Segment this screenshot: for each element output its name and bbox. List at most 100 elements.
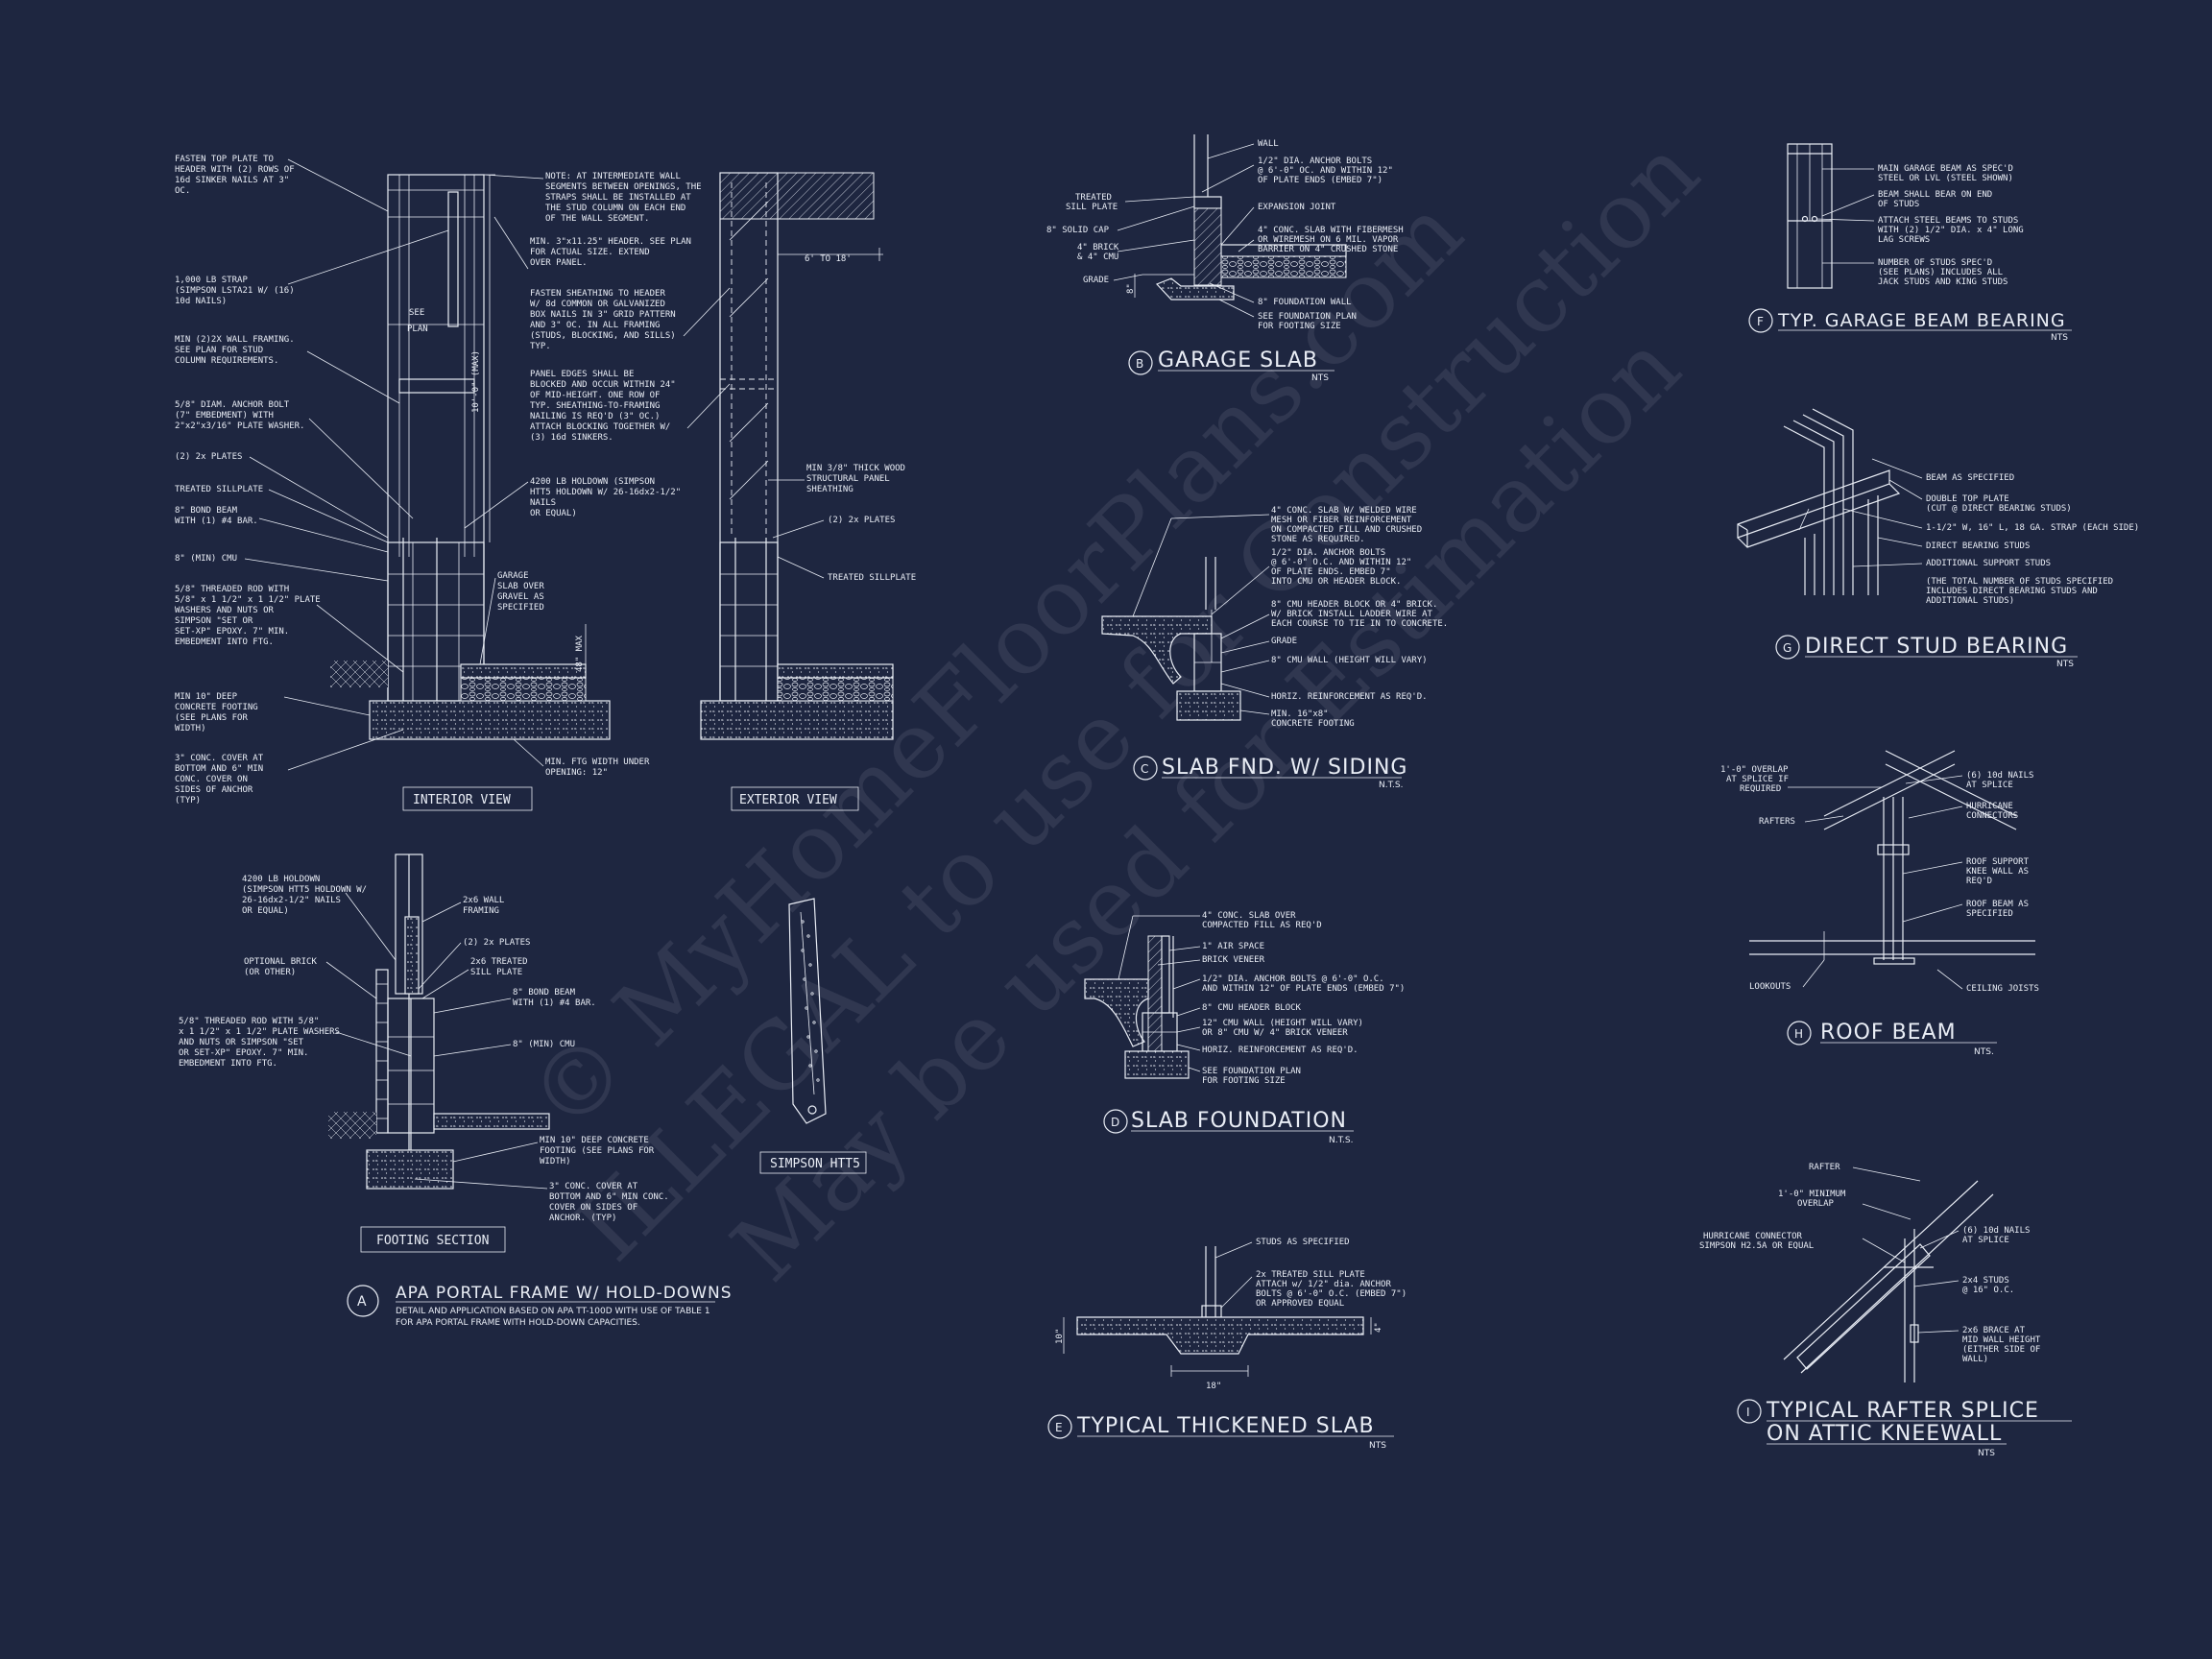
detail-a-desc-1: DETAIL AND APPLICATION BASED ON APA TT-1… (396, 1307, 710, 1316)
detail-b-title: GARAGE SLAB (1158, 349, 1318, 373)
detail-a-footing-notes: 4200 LB HOLDOWN(SIMPSON HTT5 HOLDOWN W/2… (179, 875, 669, 1223)
detail-a-title-block: A APA PORTAL FRAME W/ HOLD-DOWNS DETAIL … (347, 1284, 733, 1328)
svg-text:MIN (2)2X WALL FRAMING.SEE PLA: MIN (2)2X WALL FRAMING.SEE PLAN FOR STUD… (175, 335, 295, 366)
svg-text:STUDS AS SPECIFIED: STUDS AS SPECIFIED (1256, 1238, 1350, 1247)
see-plan-label-2: PLAN (407, 325, 428, 334)
detail-a-letter: A (357, 1294, 367, 1310)
svg-text:4" CONC. SLAB W/ WELDED WIREME: 4" CONC. SLAB W/ WELDED WIREMESH OR FIBE… (1271, 506, 1422, 544)
svg-text:1" AIR SPACE: 1" AIR SPACE (1202, 942, 1264, 951)
detail-e-letter: E (1055, 1421, 1063, 1434)
detail-a-title: APA PORTAL FRAME W/ HOLD-DOWNS (396, 1284, 733, 1303)
svg-text:TREATED SILLPLATE: TREATED SILLPLATE (828, 573, 916, 583)
detail-f-title: TYP. GARAGE BEAM BEARING (1777, 310, 2066, 331)
svg-text:(2) 2x PLATES: (2) 2x PLATES (175, 452, 242, 462)
detail-g-title-block: G DIRECT STUD BEARING NTS (1775, 635, 2078, 669)
detail-b-scale: NTS (1311, 373, 1329, 383)
svg-text:MIN. 16"x8"CONCRETE FOOTING: MIN. 16"x8"CONCRETE FOOTING (1271, 709, 1355, 729)
detail-e-dim-w: 18" (1206, 1382, 1221, 1391)
svg-text:8" CMU WALL (HEIGHT WILL VARY): 8" CMU WALL (HEIGHT WILL VARY) (1271, 656, 1428, 665)
see-plan-label-1: SEE (409, 308, 424, 318)
detail-d-scale: N.T.S. (1329, 1136, 1353, 1145)
detail-e-title-block: E TYPICAL THICKENED SLAB NTS (1047, 1414, 1394, 1451)
svg-text:1/2" DIA. ANCHOR BOLTS@ 6'-0": 1/2" DIA. ANCHOR BOLTS@ 6'-0" O.C. AND W… (1271, 548, 1411, 587)
svg-text:1,000 LB STRAP(SIMPSON LSTA21: 1,000 LB STRAP(SIMPSON LSTA21 W/ (16)10d… (175, 276, 295, 306)
detail-f-scale: NTS (2051, 333, 2068, 343)
detail-i-scale: NTS (1978, 1449, 1995, 1458)
detail-i-letter: I (1746, 1406, 1750, 1419)
svg-text:12" CMU WALL (HEIGHT WILL VARY: 12" CMU WALL (HEIGHT WILL VARY)OR 8" CMU… (1202, 1019, 1363, 1038)
detail-b-letter: B (1136, 357, 1143, 371)
detail-e-title: TYPICAL THICKENED SLAB (1076, 1414, 1375, 1438)
detail-g-scale: NTS (2056, 660, 2074, 669)
detail-h-title: ROOF BEAM (1820, 1021, 1957, 1045)
svg-text:(THE TOTAL NUMBER OF STUDS SPE: (THE TOTAL NUMBER OF STUDS SPECIFIEDINCL… (1926, 577, 2113, 606)
svg-text:WALL: WALL (1258, 139, 1279, 149)
svg-text:TREATED SILLPLATE: TREATED SILLPLATE (175, 485, 263, 494)
detail-b-title-block: B GARAGE SLAB NTS (1128, 349, 1334, 383)
detail-h-scale: NTS. (1974, 1047, 1994, 1057)
detail-c-slab-siding (1101, 557, 1241, 721)
detail-f-title-block: F TYP. GARAGE BEAM BEARING NTS (1748, 308, 2072, 343)
detail-b-dim: 8" (1126, 283, 1136, 294)
detail-c-letter: C (1141, 762, 1148, 776)
svg-text:4200 LB HOLDOWN(SIMPSON HTT5 H: 4200 LB HOLDOWN(SIMPSON HTT5 HOLDOWN W/2… (242, 875, 367, 916)
detail-h-letter: H (1794, 1027, 1803, 1041)
svg-text:EXPANSION JOINT: EXPANSION JOINT (1258, 203, 1336, 212)
svg-text:ADDITIONAL SUPPORT STUDS: ADDITIONAL SUPPORT STUDS (1926, 559, 2051, 568)
svg-text:8" CMU HEADER BLOCK: 8" CMU HEADER BLOCK (1202, 1003, 1302, 1013)
svg-text:RAFTER: RAFTER (1809, 1163, 1840, 1172)
svg-text:8" (MIN) CMU: 8" (MIN) CMU (513, 1040, 575, 1049)
detail-i-rafter-splice (1783, 1180, 1994, 1382)
svg-text:5/8" THREADED ROD WITH 5/8"x 1: 5/8" THREADED ROD WITH 5/8"x 1 1/2" x 1 … (179, 1017, 340, 1069)
svg-text:BEAM AS SPECIFIED: BEAM AS SPECIFIED (1926, 473, 2014, 483)
svg-text:RAFTERS: RAFTERS (1759, 817, 1795, 827)
svg-text:(2) 2x PLATES: (2) 2x PLATES (463, 938, 530, 948)
svg-text:1-1/2" W, 16" L, 18 GA. STRAP: 1-1/2" W, 16" L, 18 GA. STRAP (EACH SIDE… (1926, 523, 2139, 533)
svg-text:8" (MIN) CMU: 8" (MIN) CMU (175, 554, 237, 564)
detail-g-notes: BEAM AS SPECIFIED DOUBLE TOP PLATE(CUT @… (1842, 458, 2139, 606)
svg-text:DOUBLE TOP PLATE(CUT @ DIRECT: DOUBLE TOP PLATE(CUT @ DIRECT BEARING ST… (1926, 494, 2072, 514)
watermark: © MyHomeFloorPlans.com ILLEGAL to use fo… (508, 118, 1719, 1302)
svg-text:GRADE: GRADE (1271, 637, 1297, 646)
detail-b-garage-slab: 8" (1126, 134, 1347, 301)
svg-text:1/2" DIA. ANCHOR BOLTS @ 6'-0": 1/2" DIA. ANCHOR BOLTS @ 6'-0" O.C.AND W… (1202, 974, 1405, 994)
svg-text:HORIZ. REINFORCEMENT AS REQ'D.: HORIZ. REINFORCEMENT AS REQ'D. (1271, 692, 1428, 702)
svg-text:8" CMU HEADER BLOCK OR 4" BRIC: 8" CMU HEADER BLOCK OR 4" BRICK.W/ BRICK… (1271, 600, 1448, 629)
svg-text:1/2" DIA. ANCHOR BOLTS@ 6'-0": 1/2" DIA. ANCHOR BOLTS@ 6'-0" OC. AND WI… (1258, 156, 1393, 185)
detail-e-dim-h: 10" (1055, 1329, 1065, 1344)
detail-i-title-block: I TYPICAL RAFTER SPLICE ON ATTIC KNEEWAL… (1737, 1399, 2072, 1458)
dim-height-label: 10'-0" (MAX) (471, 350, 481, 413)
svg-text:CEILING JOISTS: CEILING JOISTS (1966, 984, 2039, 994)
svg-text:HORIZ. REINFORCEMENT AS REQ'D.: HORIZ. REINFORCEMENT AS REQ'D. (1202, 1046, 1358, 1055)
